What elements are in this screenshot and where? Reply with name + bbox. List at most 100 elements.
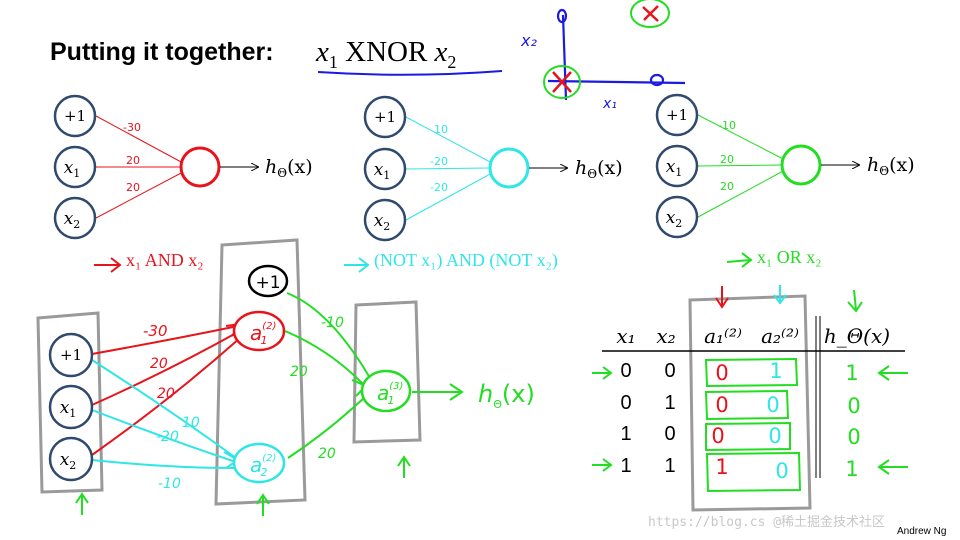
row-box-2 bbox=[705, 421, 791, 452]
cell-r3-a2: 0 bbox=[775, 459, 788, 483]
watermark: https://blog.cs @稀土掘金技术社区 bbox=[648, 515, 886, 530]
node-and-bias bbox=[53, 94, 97, 138]
net-label-a3: a(3)1 bbox=[377, 381, 403, 407]
caption-and: x₁ AND x₂ bbox=[126, 250, 204, 270]
edge-or-x2 bbox=[697, 169, 786, 218]
up-arrow-output bbox=[397, 455, 411, 478]
caption-or: x₁ OR x₂ bbox=[757, 247, 822, 267]
label-or-x2: x2 bbox=[666, 208, 683, 230]
weight-nor-x2: -20 bbox=[430, 181, 448, 194]
label-and-x2: x2 bbox=[64, 209, 81, 231]
table-highlight-box bbox=[688, 294, 812, 512]
footer-credit: Andrew Ng bbox=[897, 526, 947, 537]
row-arrow-right-0 bbox=[877, 365, 908, 381]
hidden-layer-box bbox=[214, 238, 307, 506]
xnor-network: +1 x1 x2 +1 a(2)1 a(2)2 a(3)1 hΘ(x) -30 … bbox=[36, 238, 535, 516]
net-label-a1: a(2)1 bbox=[250, 321, 276, 347]
cell-r2-a2: 0 bbox=[768, 424, 781, 448]
net-weight-bias-a2: 10 bbox=[182, 415, 200, 431]
neuron-or bbox=[780, 144, 822, 186]
edge-bias-a2 bbox=[91, 359, 237, 459]
node-or-x1 bbox=[655, 144, 699, 188]
cell-r1-a2: 0 bbox=[766, 393, 779, 417]
cell-r2-h: 0 bbox=[847, 425, 860, 449]
net-node-x1 bbox=[48, 384, 94, 430]
cell-r1-a1: 0 bbox=[715, 393, 728, 417]
row-arrow-right-3 bbox=[877, 459, 908, 475]
row-arrow-left-3 bbox=[592, 458, 613, 472]
output-and: hΘ(x) bbox=[265, 156, 313, 180]
sketch-circle-top bbox=[630, 0, 670, 28]
net-weight-hbias-a3: -10 bbox=[321, 315, 344, 331]
cell-r2-x2: 0 bbox=[664, 423, 675, 445]
node-nor-bias bbox=[363, 95, 407, 139]
caption-nor-arrow bbox=[344, 257, 370, 273]
output-or: hΘ(x) bbox=[867, 154, 915, 178]
edge-nor-x1 bbox=[405, 167, 490, 170]
weight-nor-bias: 10 bbox=[434, 123, 448, 136]
th-h: h_Θ(x) bbox=[824, 324, 890, 348]
row-box-0 bbox=[704, 357, 799, 388]
net-label-x1: x1 bbox=[60, 398, 77, 420]
cell-r0-a2: 1 bbox=[769, 359, 782, 383]
net-node-a1 bbox=[232, 310, 286, 352]
cell-r3-x1: 1 bbox=[620, 455, 631, 477]
edge-and-bias bbox=[95, 115, 184, 164]
net-weight-x1-a1: 20 bbox=[150, 356, 168, 372]
th-x2: x₂ bbox=[656, 324, 675, 348]
caption-nor: (NOT x₁) AND (NOT x₂) bbox=[374, 250, 558, 271]
col-arrow-h bbox=[847, 289, 863, 313]
edge-and-x2 bbox=[95, 171, 184, 219]
output-nor: hΘ(x) bbox=[575, 157, 623, 181]
edge-nor-bias bbox=[405, 116, 493, 164]
net-weight-x2-a2: -10 bbox=[158, 476, 181, 492]
net-weight-a2-a3: 20 bbox=[318, 446, 336, 462]
cell-r2-x1: 1 bbox=[620, 423, 631, 445]
node-and-x1 bbox=[53, 145, 97, 189]
weight-or-bias: -10 bbox=[718, 119, 736, 132]
th-x1: x₁ bbox=[616, 324, 635, 348]
weight-and-x1: 20 bbox=[126, 154, 140, 167]
net-weight-bias-a1: -30 bbox=[143, 322, 168, 340]
edge-bias-a1 bbox=[91, 325, 239, 355]
net-label-x2: x2 bbox=[60, 450, 77, 472]
edge-nor-x2 bbox=[405, 172, 493, 221]
edge-or-bias bbox=[697, 114, 786, 161]
net-node-bias bbox=[48, 332, 94, 378]
node-or-x2 bbox=[655, 195, 699, 239]
edge-x1-a2 bbox=[91, 409, 237, 463]
net-weight-a1-a3: 20 bbox=[290, 364, 308, 380]
node-nor-x2 bbox=[363, 198, 407, 242]
net-node-a3 bbox=[360, 369, 412, 413]
edge-x1-a1 bbox=[91, 331, 239, 406]
edge-or-x1 bbox=[697, 164, 782, 167]
cell-r2-a1: 0 bbox=[711, 424, 724, 448]
truth-table: x₁ x₂ a₁⁽²⁾ a₂⁽²⁾ h_Θ(x) 0 0 0 1 1 0 1 1… bbox=[592, 285, 908, 512]
net-weight-x1-a2: -20 bbox=[156, 429, 179, 445]
input-layer-box bbox=[36, 311, 104, 494]
node-or-bias bbox=[655, 93, 699, 137]
cell-r1-h: 0 bbox=[847, 394, 860, 418]
weight-or-x2: 20 bbox=[720, 180, 734, 193]
title-expression: x1 XNOR x2 bbox=[316, 36, 457, 72]
row-box-1 bbox=[704, 389, 790, 421]
unit-nor: +1 x1 x2 10 -20 -20 hΘ(x) bbox=[363, 95, 623, 242]
net-node-a2 bbox=[232, 442, 286, 484]
col-arrow-a2 bbox=[773, 285, 787, 305]
label-nor-bias: +1 bbox=[374, 108, 396, 126]
net-label-bias: +1 bbox=[60, 346, 82, 364]
cell-r0-x2: 0 bbox=[664, 360, 675, 382]
weight-and-bias: -30 bbox=[123, 121, 141, 134]
cell-r3-x2: 1 bbox=[664, 455, 675, 477]
sketch-axis-y: x₂ bbox=[520, 31, 537, 50]
net-output: hΘ(x) bbox=[478, 380, 535, 411]
caption-or-arrow bbox=[726, 252, 753, 268]
cell-r1-x2: 1 bbox=[664, 392, 675, 414]
cell-r0-x1: 0 bbox=[620, 360, 631, 382]
label-or-x1: x1 bbox=[666, 157, 683, 179]
label-and-bias: +1 bbox=[64, 107, 86, 125]
sketch-cross-origin bbox=[552, 71, 572, 93]
sketch-axis-x: x₁ bbox=[602, 96, 617, 112]
net-label-hidden-bias: +1 bbox=[255, 273, 280, 293]
